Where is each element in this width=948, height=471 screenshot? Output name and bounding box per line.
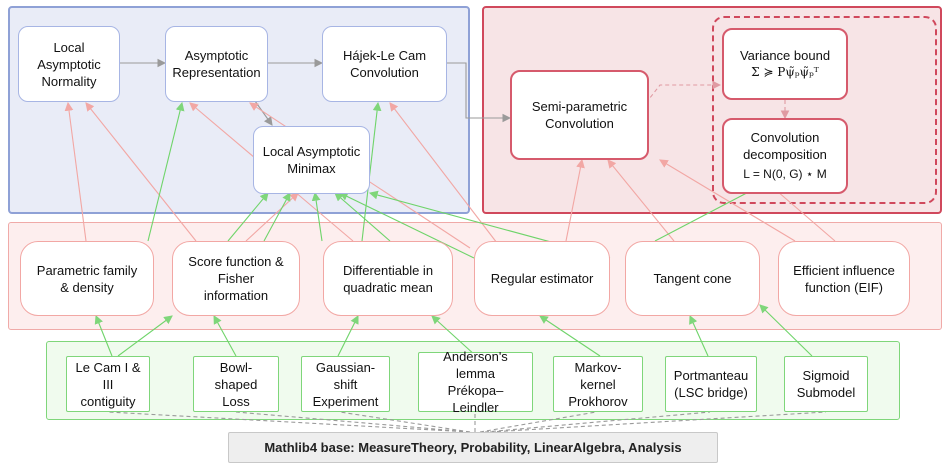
edge-sigmoid-eif bbox=[759, 304, 813, 357]
edge-tangent-convdecomp bbox=[654, 184, 763, 242]
node-label: Submodel bbox=[796, 385, 856, 400]
node-parametric-family[interactable]: Parametric family& density bbox=[20, 241, 154, 316]
edge-dqm-lam-2 bbox=[334, 192, 391, 242]
edge-asymrep-lam bbox=[254, 100, 273, 126]
edge-base-sigmoid bbox=[489, 411, 827, 433]
node-label: Semi-parametric bbox=[531, 99, 628, 114]
node-label: Normality bbox=[41, 73, 97, 89]
node-label: Prékopa–Leindler bbox=[447, 383, 504, 415]
node-label: lemma bbox=[455, 366, 495, 381]
edge-portmanteau-tangent bbox=[689, 314, 709, 357]
edge-score-lam-3 bbox=[263, 192, 291, 242]
edge-bowl-score bbox=[213, 315, 237, 357]
node-label: information bbox=[203, 288, 269, 303]
node-regular-estimator[interactable]: Regular estimator bbox=[474, 241, 610, 316]
node-label: Asymptotic bbox=[184, 48, 249, 63]
node-label: Hájek-Le Cam bbox=[342, 48, 427, 63]
node-label: Le Cam I & III bbox=[75, 359, 141, 392]
node-label: Fisher bbox=[217, 271, 255, 286]
edge-score-asymrep bbox=[147, 101, 185, 242]
edge-regular-lam bbox=[339, 192, 475, 259]
node-label: Parametric family bbox=[36, 262, 138, 278]
variance-bound-formula: Σ ≽ Pψ̃ₚψ̃ₚᵀ bbox=[751, 65, 819, 79]
node-label: & density bbox=[60, 279, 114, 295]
node-label: Convolution bbox=[545, 116, 614, 131]
node-label: Variance bound bbox=[739, 48, 831, 63]
edge-eif-convdecomp bbox=[769, 184, 836, 242]
edge-gauss-dqm bbox=[337, 315, 359, 357]
node-label: Convolution bbox=[750, 130, 820, 145]
node-label: function (EIF) bbox=[804, 279, 883, 295]
edge-dqm-lam bbox=[311, 191, 323, 242]
edge-param-lan bbox=[64, 101, 87, 242]
edge-eif-semiconv bbox=[659, 159, 796, 242]
edge-regular-hajek bbox=[389, 102, 498, 244]
node-label: Differentiable in bbox=[342, 262, 434, 278]
edge-base-gauss bbox=[339, 411, 471, 433]
edge-score-lan bbox=[85, 102, 197, 242]
base-label: Mathlib4 base: MeasureTheory, Probabilit… bbox=[264, 440, 682, 455]
node-label: contiguity bbox=[80, 393, 136, 409]
edge-regular-semiconv bbox=[565, 158, 585, 242]
edge-hajek-semiconv bbox=[447, 62, 512, 123]
node-portmanteau[interactable]: Portmanteau (LSC bridge) bbox=[665, 356, 757, 412]
node-label: Tangent cone bbox=[653, 271, 732, 286]
node-label: Efficient influence bbox=[793, 262, 895, 278]
node-label: decomposition bbox=[743, 147, 827, 162]
node-label: Bowl-shaped bbox=[214, 359, 258, 392]
edge-semiconv-varbound bbox=[645, 80, 722, 104]
node-label: Loss bbox=[222, 393, 250, 409]
node-label: Regular estimator bbox=[490, 271, 594, 286]
node-tangent-cone[interactable]: Tangent cone bbox=[625, 241, 760, 316]
mathlib-base-bar: Mathlib4 base: MeasureTheory, Probabilit… bbox=[228, 432, 718, 463]
edge-score-lam bbox=[245, 192, 299, 242]
edge-base-portmanteau bbox=[484, 411, 711, 433]
convolution-formula: L = N(0, G) ⋆ M bbox=[743, 167, 827, 181]
node-label: Experiment bbox=[312, 393, 379, 409]
edge-base-lecam bbox=[107, 411, 471, 433]
edge-anderson-dqm bbox=[431, 315, 477, 357]
node-label: Markov-kernel bbox=[574, 359, 622, 392]
edge-lecam-score bbox=[117, 315, 173, 357]
node-label: Anderson's bbox=[443, 349, 508, 364]
semiparametric-results-box bbox=[712, 16, 937, 204]
edge-dqm-hajek bbox=[361, 101, 382, 242]
node-label: Score function & bbox=[188, 254, 284, 269]
node-label: Representation bbox=[172, 65, 261, 80]
node-label: Local Asymptotic bbox=[262, 144, 361, 159]
node-convolution-decomposition[interactable]: Convolution decomposition L = N(0, G) ⋆ M bbox=[722, 118, 848, 194]
node-label: Convolution bbox=[350, 65, 419, 80]
edge-lecam-param bbox=[94, 314, 113, 357]
node-label: Local Asymptotic bbox=[37, 39, 101, 72]
node-score-function[interactable]: Score function & Fisher information bbox=[172, 241, 300, 316]
node-label: quadratic mean bbox=[343, 279, 433, 295]
edge-markov-regular bbox=[539, 315, 601, 357]
node-label: (LSC bridge) bbox=[674, 385, 748, 400]
node-label: Portmanteau bbox=[673, 368, 749, 383]
node-label: Sigmoid bbox=[802, 368, 850, 383]
node-label: Prokhorov bbox=[568, 393, 628, 409]
node-label: Gaussian-shift bbox=[315, 359, 376, 392]
node-label: Minimax bbox=[287, 161, 336, 176]
edge-tangent-semiconv bbox=[607, 159, 675, 242]
node-variance-bound[interactable]: Variance bound Σ ≽ Pψ̃ₚψ̃ₚᵀ bbox=[722, 28, 848, 100]
edge-base-markov bbox=[479, 411, 597, 433]
edge-score-lam-2 bbox=[227, 192, 269, 242]
